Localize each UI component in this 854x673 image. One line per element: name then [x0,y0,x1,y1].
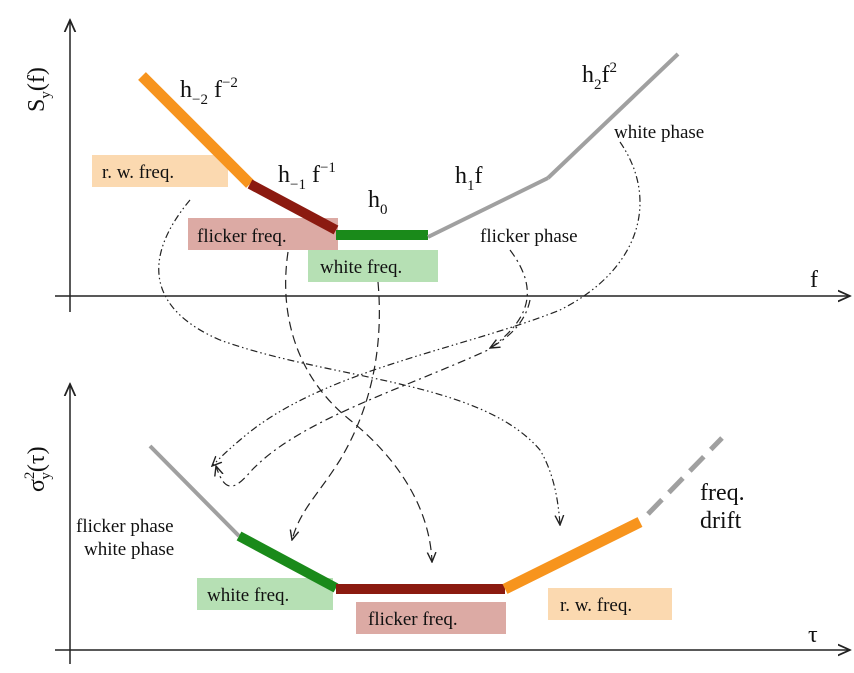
allan-phase-segment [148,444,241,538]
allan-freq-drift-segment [646,436,724,516]
spectrum-flicker-phase-label: flicker phase [480,226,578,247]
spectrum-rw-freq-segment [138,72,254,188]
term-h2: h2f2 [582,60,617,93]
term-h0: h0 [368,187,388,218]
term-h1: h1f [455,163,483,194]
allan-flicker-freq-label: flicker freq. [368,609,458,630]
spectrum-white-phase-label: white phase [614,122,704,143]
allan-flicker-freq-label-bg [356,602,506,634]
arrow-white-freq-to-allan-white-freq [292,281,380,540]
arrow-white-phase-to-allan-phase [212,141,641,466]
allan-drift-label: drift [700,508,742,534]
allan-freq-label: freq. [700,480,745,506]
allan-rw-freq-segment [502,517,643,594]
allan-x-axis-label: τ [808,622,818,648]
arrow-rw-freq-to-allan-rw-freq [158,199,560,525]
allan-white-freq-segment [236,531,339,593]
allan-rw-freq-label: r. w. freq. [560,595,632,616]
svg-text:Sy(f): Sy(f) [24,67,54,112]
spectrum-rw-freq-label: r. w. freq. [102,162,174,183]
spectrum-white-phase-segment [546,52,680,180]
term-h-minus2: h−2 f−2 [180,75,238,108]
arrow-flicker-freq-to-allan-flicker-freq [285,251,432,562]
spectrum-flicker-phase-segment [427,176,549,239]
spectrum-flicker-freq-label: flicker freq. [197,226,287,247]
allan-white-phase-label: white phase [84,539,174,560]
allan-white-freq-label-bg [197,578,333,610]
allan-flicker-phase-label: flicker phase [76,516,174,537]
term-h-minus1: h−1 f−1 [278,160,336,193]
spectrum-white-freq-label: white freq. [320,257,402,278]
spectrum-x-axis-label: f [810,267,818,293]
allan-white-freq-label: white freq. [207,585,289,606]
svg-text:σ2y(τ): σ2y(τ) [22,446,54,492]
white-freq-label-bg [308,250,438,282]
spectrum-flicker-freq-segment [247,179,339,235]
rw-freq-label-bg [92,155,228,187]
arrow-flicker-phase-head [490,299,531,348]
allan-rw-freq-label-bg [548,588,672,620]
arrow-flicker-phase-to-allan-phase [216,249,528,487]
spectrum-y-axis-label: Sy(f) [24,67,54,112]
allan-y-axis-label: σ2y(τ) [22,446,54,492]
